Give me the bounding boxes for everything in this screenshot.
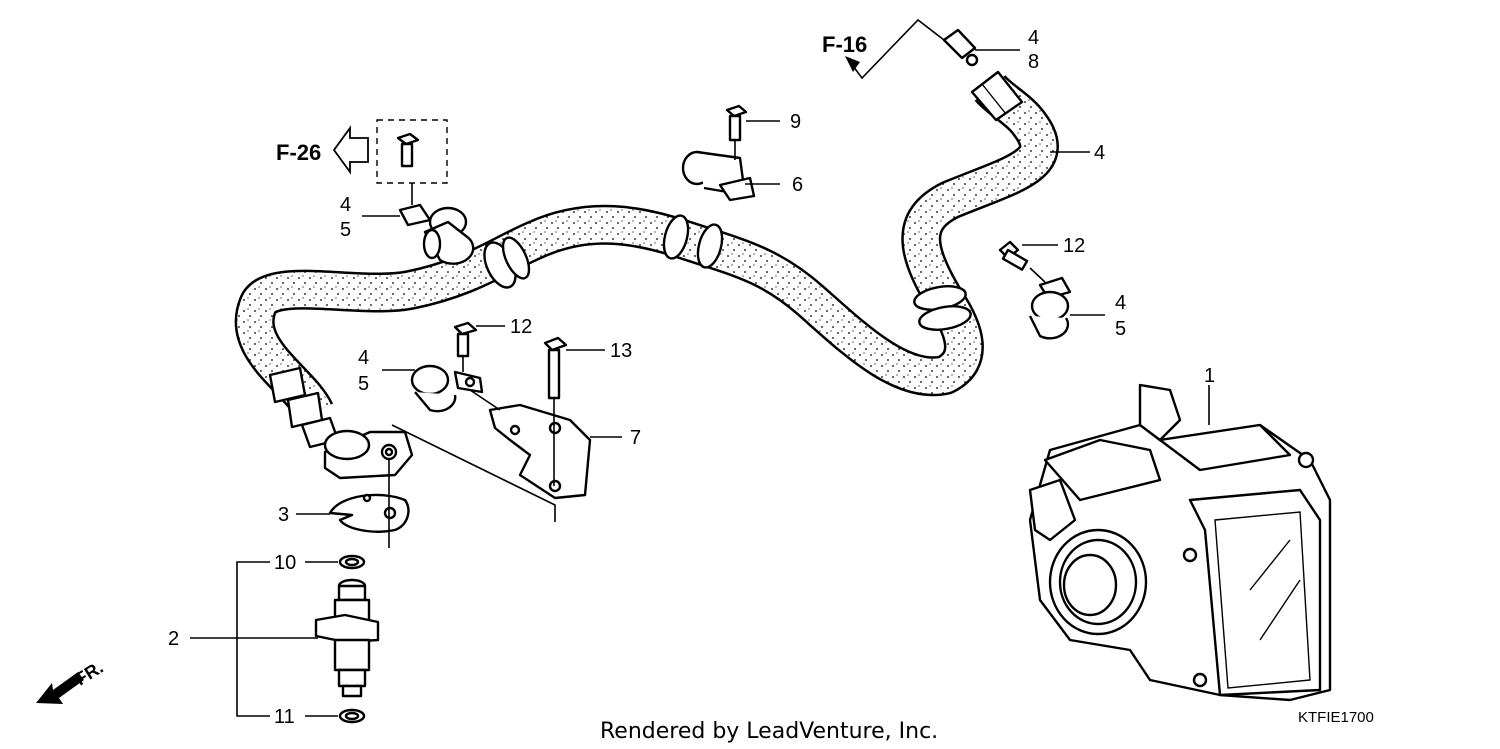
bolt-upper-left[interactable] <box>396 132 420 168</box>
leader-lines <box>190 18 1210 717</box>
footer-credit: Rendered by LeadVenture, Inc. <box>600 719 938 744</box>
callout-7[interactable]: 7 <box>630 427 641 449</box>
callout-8[interactable]: 8 <box>1028 51 1039 73</box>
diagram-code: KTFIE1700 <box>1298 709 1374 726</box>
callout-4-upper-left[interactable]: 4 <box>340 194 351 216</box>
callout-1[interactable]: 1 <box>1204 365 1215 387</box>
callout-4-middle-left[interactable]: 4 <box>358 347 369 369</box>
hose-collars <box>483 214 972 331</box>
bolt-9[interactable] <box>725 104 748 142</box>
bolt-12-lower[interactable] <box>453 321 478 358</box>
throttle-body[interactable] <box>1028 383 1332 702</box>
bolt-12-upper[interactable] <box>998 240 1029 271</box>
hose-fitting-top-end <box>942 28 1024 122</box>
reference-f26[interactable]: F-26 <box>276 140 321 165</box>
fuel-injector[interactable] <box>314 578 380 698</box>
callout-4-hose[interactable]: 4 <box>1094 142 1105 164</box>
callout-5-right[interactable]: 5 <box>1115 318 1126 340</box>
callout-13[interactable]: 13 <box>610 340 632 362</box>
fuel-hose[interactable] <box>234 74 1059 422</box>
callout-12-lower[interactable]: 12 <box>510 316 532 338</box>
hose-clamp-middle-left[interactable] <box>410 364 484 413</box>
injector-joint[interactable] <box>323 429 414 480</box>
o-ring-10[interactable] <box>338 554 366 570</box>
callout-4-right[interactable]: 4 <box>1115 292 1126 314</box>
hose-clamp-upper-left[interactable] <box>398 203 475 265</box>
callout-9[interactable]: 9 <box>790 111 801 133</box>
bolt-13[interactable] <box>543 336 568 400</box>
hose-clamp-holder[interactable] <box>681 150 756 202</box>
callout-5-upper-left[interactable]: 5 <box>340 219 351 241</box>
callout-5-middle-left[interactable]: 5 <box>358 373 369 395</box>
callout-4-top[interactable]: 4 <box>1028 27 1039 49</box>
injector-stay[interactable] <box>488 403 592 500</box>
reference-f16[interactable]: F-16 <box>822 32 867 57</box>
callout-3[interactable]: 3 <box>278 504 289 526</box>
callout-12-upper[interactable]: 12 <box>1063 235 1085 257</box>
callout-2[interactable]: 2 <box>168 628 179 650</box>
o-ring-11[interactable] <box>338 708 366 724</box>
callout-10[interactable]: 10 <box>274 552 296 574</box>
injector-setting-plate[interactable] <box>328 493 410 533</box>
front-direction-marker: FR. <box>36 657 107 704</box>
callout-11[interactable]: 11 <box>274 706 295 728</box>
hose-clamp-right[interactable] <box>1028 276 1072 340</box>
callout-6[interactable]: 6 <box>792 174 803 196</box>
